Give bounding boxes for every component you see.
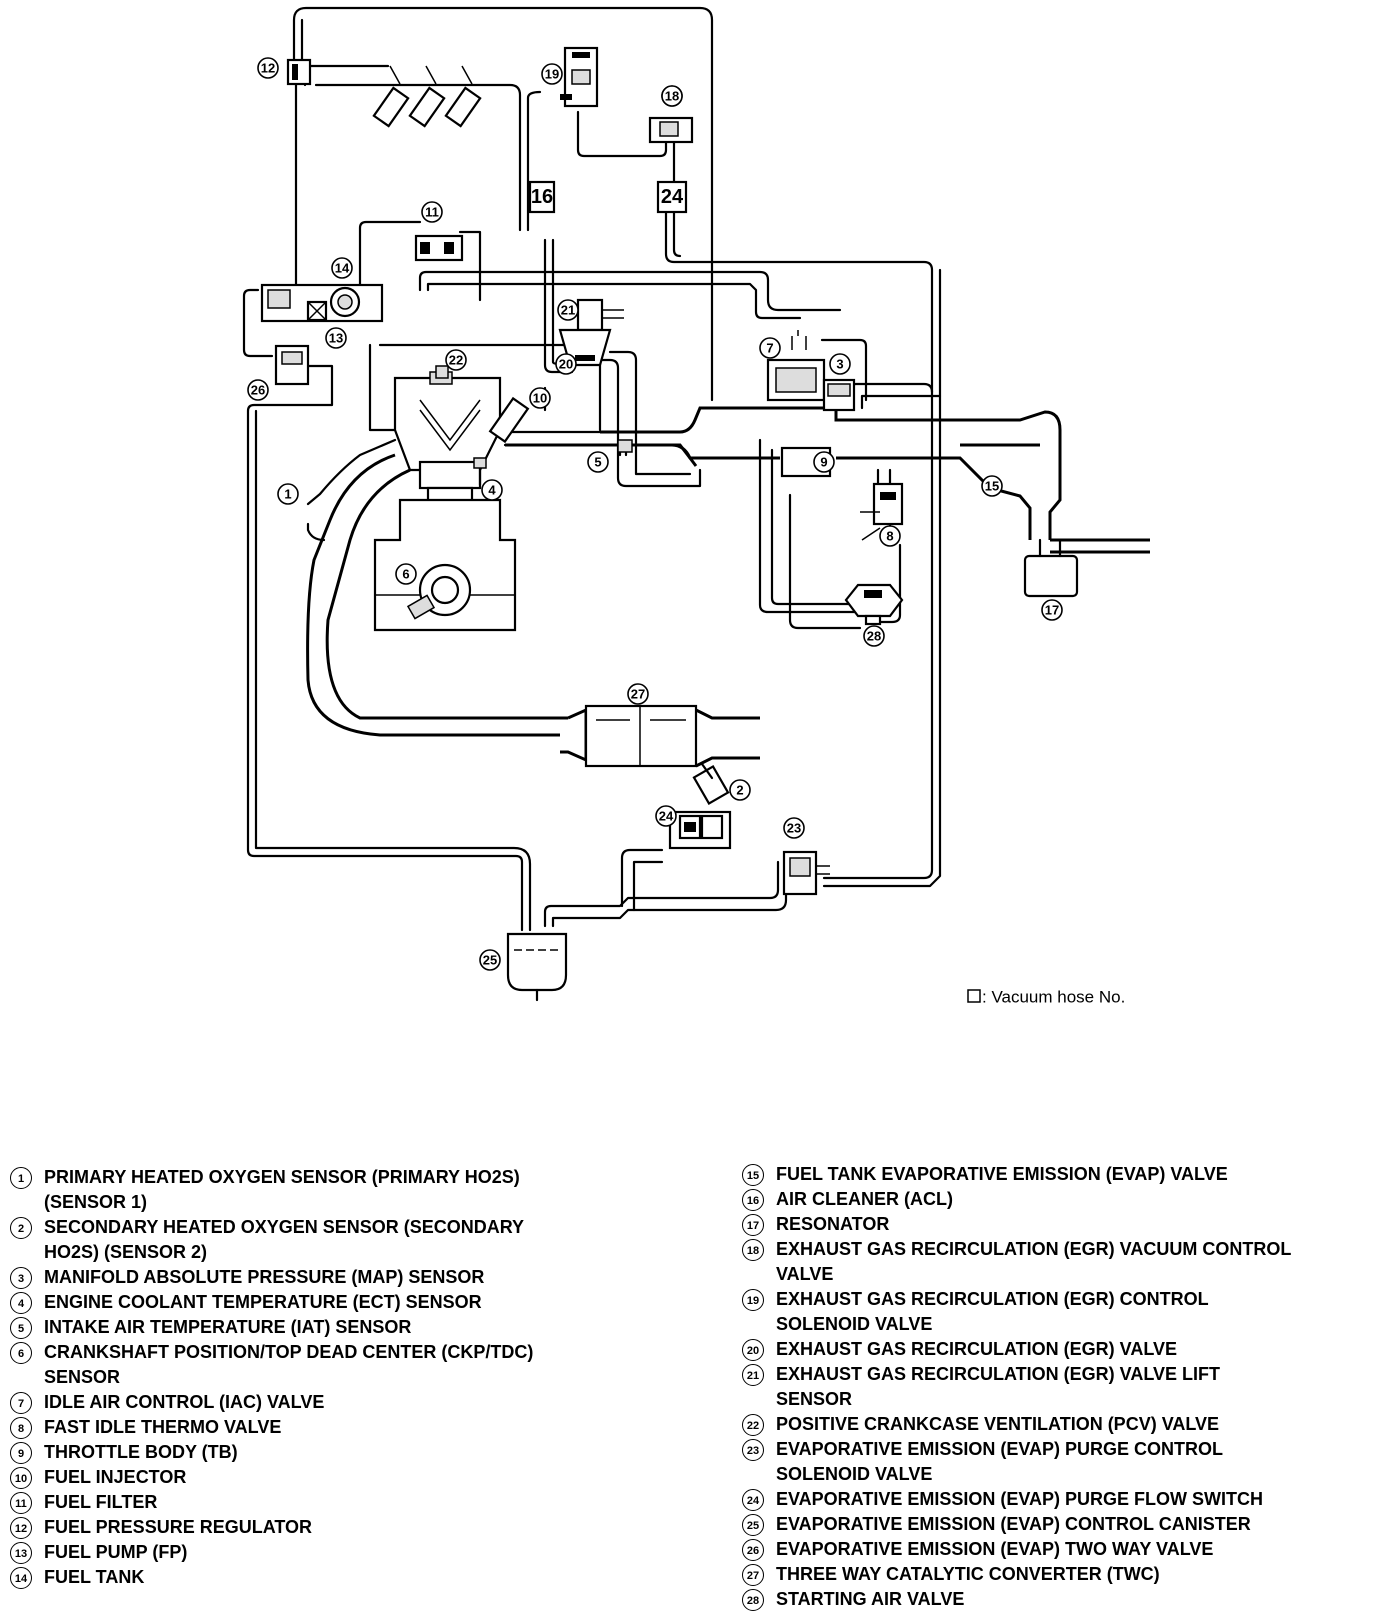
callout-number: 4	[488, 483, 496, 498]
callout-circle	[257, 57, 279, 79]
callout-circle	[879, 525, 901, 547]
callout-number: 18	[665, 89, 679, 104]
callout-number: 14	[335, 261, 350, 276]
callout-number: 17	[1045, 603, 1059, 618]
callout-number: 1	[284, 487, 291, 502]
callout-28: 28	[863, 625, 885, 647]
callout-6: 6	[395, 563, 417, 585]
callout-18: 18	[661, 85, 683, 107]
callout-14: 14	[331, 257, 353, 279]
callout-number: 27	[631, 687, 645, 702]
vacuum-hose-number-24: 24	[661, 186, 684, 208]
callout-circle	[759, 337, 781, 359]
vacuum-hose-note: : Vacuum hose No.	[967, 988, 1125, 1007]
callout-number: 11	[425, 205, 439, 220]
callout-19: 19	[541, 63, 563, 85]
callout-5: 5	[587, 451, 609, 473]
callout-circle	[479, 949, 501, 971]
callout-number: 28	[867, 629, 881, 644]
vacuum-lines	[242, 110, 942, 932]
callout-21: 21	[557, 299, 579, 321]
callout-circle	[277, 483, 299, 505]
callout-15: 15	[981, 475, 1003, 497]
callout-22: 22	[445, 349, 467, 371]
fuel-injectors-top	[372, 65, 482, 128]
callout-circle	[1041, 599, 1063, 621]
callout-number: 15	[985, 479, 999, 494]
callout-17: 17	[1041, 599, 1063, 621]
callout-25: 25	[479, 949, 501, 971]
callout-number: 2	[736, 783, 743, 798]
callout-number: 26	[251, 383, 265, 398]
callout-4: 4	[481, 479, 503, 501]
callout-circle	[247, 379, 269, 401]
callout-11: 11	[421, 201, 443, 223]
callout-number: 9	[820, 455, 827, 470]
callout-number: 6	[402, 567, 409, 582]
callout-circle	[863, 625, 885, 647]
vacuum-hose-number-boxes: 16 24	[528, 180, 688, 214]
callout-number: 5	[594, 455, 601, 470]
callout-2: 2	[729, 779, 751, 801]
callout-number: 23	[787, 821, 801, 836]
callout-10: 10	[529, 387, 551, 409]
callout-circle	[557, 299, 579, 321]
callout-circle	[729, 779, 751, 801]
callout-circle	[981, 475, 1003, 497]
callout-circle	[813, 451, 835, 473]
callout-circle	[587, 451, 609, 473]
callout-circle	[325, 327, 347, 349]
callout-number: 22	[449, 353, 463, 368]
callout-27: 27	[627, 683, 649, 705]
callout-number: 25	[483, 953, 497, 968]
callout-circle	[661, 85, 683, 107]
callout-circle	[421, 201, 443, 223]
callout-13: 13	[325, 327, 347, 349]
callout-circle	[331, 257, 353, 279]
fuel-lines	[292, 6, 714, 402]
callout-20: 20	[555, 353, 577, 375]
callout-3: 3	[829, 353, 851, 375]
callout-8: 8	[879, 525, 901, 547]
callout-number: 10	[533, 391, 547, 406]
callout-number: 21	[561, 303, 575, 318]
callout-circle	[395, 563, 417, 585]
callout-number: 19	[545, 67, 559, 82]
callout-circle	[541, 63, 563, 85]
callout-23: 23	[783, 817, 805, 839]
callout-circle	[445, 349, 467, 371]
callout-number: 24	[659, 809, 674, 824]
callout-1: 1	[277, 483, 299, 505]
callout-circle	[655, 805, 677, 827]
callout-number: 8	[886, 529, 893, 544]
callout-24: 24	[655, 805, 677, 827]
callout-number: 20	[559, 357, 573, 372]
callout-circle	[529, 387, 551, 409]
callout-layer: 1234567891011121314151617181920212223242…	[247, 57, 1063, 971]
callout-number: 13	[329, 331, 343, 346]
vacuum-hose-number-16: 16	[531, 186, 553, 208]
callout-circle	[481, 479, 503, 501]
intake-duct	[505, 406, 1150, 598]
callout-26: 26	[247, 379, 269, 401]
callout-number: 3	[836, 357, 843, 372]
callout-number: 12	[261, 61, 275, 76]
callout-7: 7	[759, 337, 781, 359]
exhaust-system	[306, 453, 760, 805]
callout-12: 12	[257, 57, 279, 79]
callout-circle	[783, 817, 805, 839]
callout-circle	[627, 683, 649, 705]
components	[260, 46, 904, 1002]
callout-circle	[829, 353, 851, 375]
callout-9: 9	[813, 451, 835, 473]
callout-circle	[555, 353, 577, 375]
vacuum-hose-note-text: : Vacuum hose No.	[982, 988, 1125, 1007]
callout-number: 7	[766, 341, 773, 356]
